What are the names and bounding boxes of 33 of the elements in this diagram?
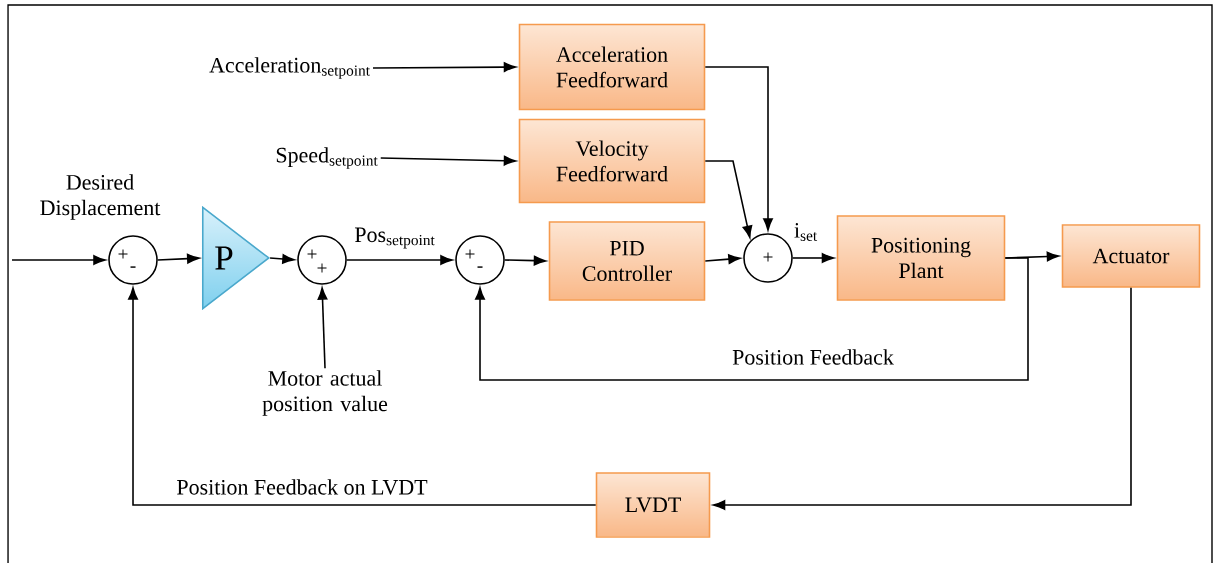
arrow	[11, 255, 106, 265]
arrow	[712, 287, 1132, 510]
process-box: Acceleration Feedforward	[518, 23, 706, 111]
arrow	[379, 155, 517, 166]
arrow	[704, 160, 753, 238]
process-box: LVDT	[595, 472, 711, 538]
summing-junction: +	[743, 233, 793, 283]
arrow	[504, 255, 547, 266]
process-box: Actuator	[1061, 224, 1201, 288]
arrow	[475, 257, 1029, 381]
summing-junction: + +	[297, 235, 347, 285]
arrow	[704, 254, 741, 265]
process-box: Positioning Plant	[836, 215, 1006, 301]
signal-label: Acceleration$_{setpoint}$	[209, 57, 370, 79]
arrow	[704, 66, 773, 231]
process-box: Velocity Feedforward	[518, 118, 706, 204]
edge-label: i$_{set}$	[792, 221, 820, 243]
arrow	[346, 255, 453, 265]
arrow	[157, 253, 200, 264]
arrow	[372, 62, 517, 73]
arrow	[792, 253, 835, 263]
edge-label: Position Feedback	[730, 347, 896, 367]
arrow	[269, 254, 295, 264]
signal-label: Speed$_{setpoint}$	[276, 147, 378, 169]
signal-label: Motor actual position value	[262, 370, 388, 416]
process-box: PID Controller	[548, 221, 706, 301]
edge-label: Position Feedback on LVDT	[174, 477, 430, 497]
signal-label: Desired Displacement	[40, 174, 161, 220]
arrow	[317, 287, 328, 369]
summing-junction: + -	[455, 235, 505, 285]
summing-junction: + -	[108, 235, 158, 285]
arrow	[128, 287, 597, 506]
edge-label: Pos$_{setpoint}$	[352, 225, 438, 251]
